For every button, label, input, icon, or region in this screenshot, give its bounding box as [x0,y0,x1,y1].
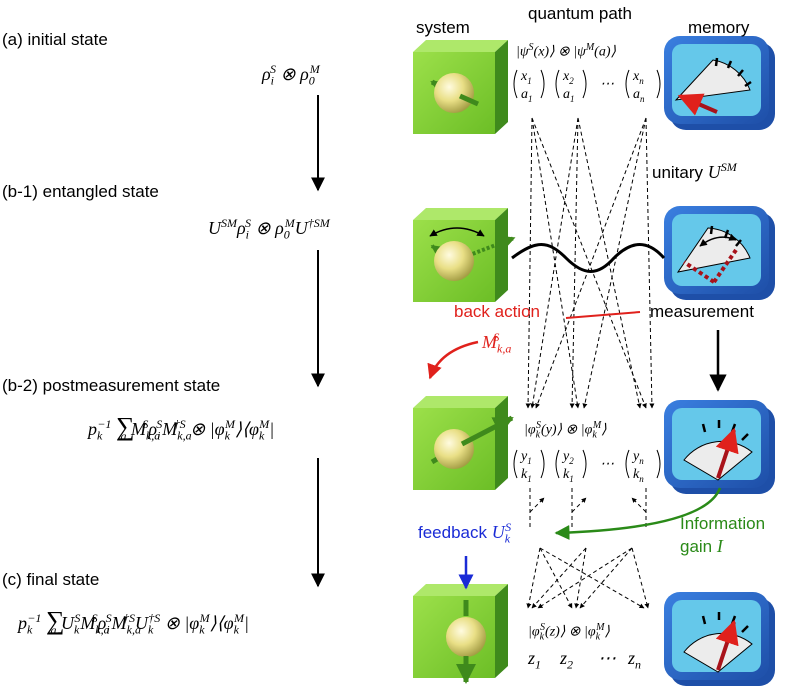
path-state-b2: |φkS(y)⟩ ⊗ |φkM⟩ [524,420,607,441]
equation-a: ρiS ⊗ ρ0M [262,62,320,88]
state-label-c: (c) final state [2,570,100,589]
column-header-memory: memory [688,18,750,37]
information-label: Information [680,514,766,533]
entanglement-wave [511,243,666,273]
vector-c-n: zn [628,648,642,672]
state-label-a: (a) initial state [2,30,108,49]
system-cube-b2 [413,396,514,490]
vector-dots-a: ⋯ [600,77,614,92]
information-gain-arrow [554,487,722,541]
path-state-a: |ψS(x)⟩ ⊗ |ψM(a)⟩ [516,42,616,60]
back-action-label: back action [454,302,540,321]
quantum-paths-lower [526,488,650,609]
equation-b1: USMρiS ⊗ ρ0MU†SM [208,216,330,242]
memory-meter-c [664,592,775,686]
back-action-line [565,311,641,319]
column-header-system: system [416,18,470,37]
back-action-symbol: Mk,aS [482,330,512,356]
vector-c-2: z2 [560,648,574,672]
vector-dots-c: ⋯ [598,648,616,668]
back-action-arrow [427,340,479,380]
state-label-b1: (b-1) entangled state [2,182,159,201]
equation-b2: pk−1 ∑a Mk,aSρiSMk,a†S ⊗ |φkM⟩⟨φkM| [88,412,275,443]
feedback-label: feedback UkS [418,520,512,546]
path-state-c: |φkS(z)⟩ ⊗ |φkM⟩ [528,622,610,643]
state-label-b2: (b-2) postmeasurement state [2,376,221,395]
vector-c-1: z1 [528,648,542,672]
column-header-quantum-path: quantum path [528,4,632,23]
equation-c: pk−1 ∑a UkSMk,aSρiSMk,a†SUk†S ⊗ |φkM⟩⟨φk… [18,606,249,637]
system-cube-a [413,40,508,134]
measurement-label: measurement [650,302,754,321]
memory-meter-b1 [664,206,775,300]
unitary-label: unitary USM [652,160,737,182]
vector-dots-b2: ⋯ [600,457,614,472]
system-cube-b1 [413,208,516,302]
vector-brackets [513,69,661,479]
memory-meter-b2 [664,400,775,494]
quantum-paths-upper [525,117,655,409]
memory-meter-a [664,36,775,130]
system-cube-c [413,584,508,684]
gain-label: gain I [680,536,723,556]
